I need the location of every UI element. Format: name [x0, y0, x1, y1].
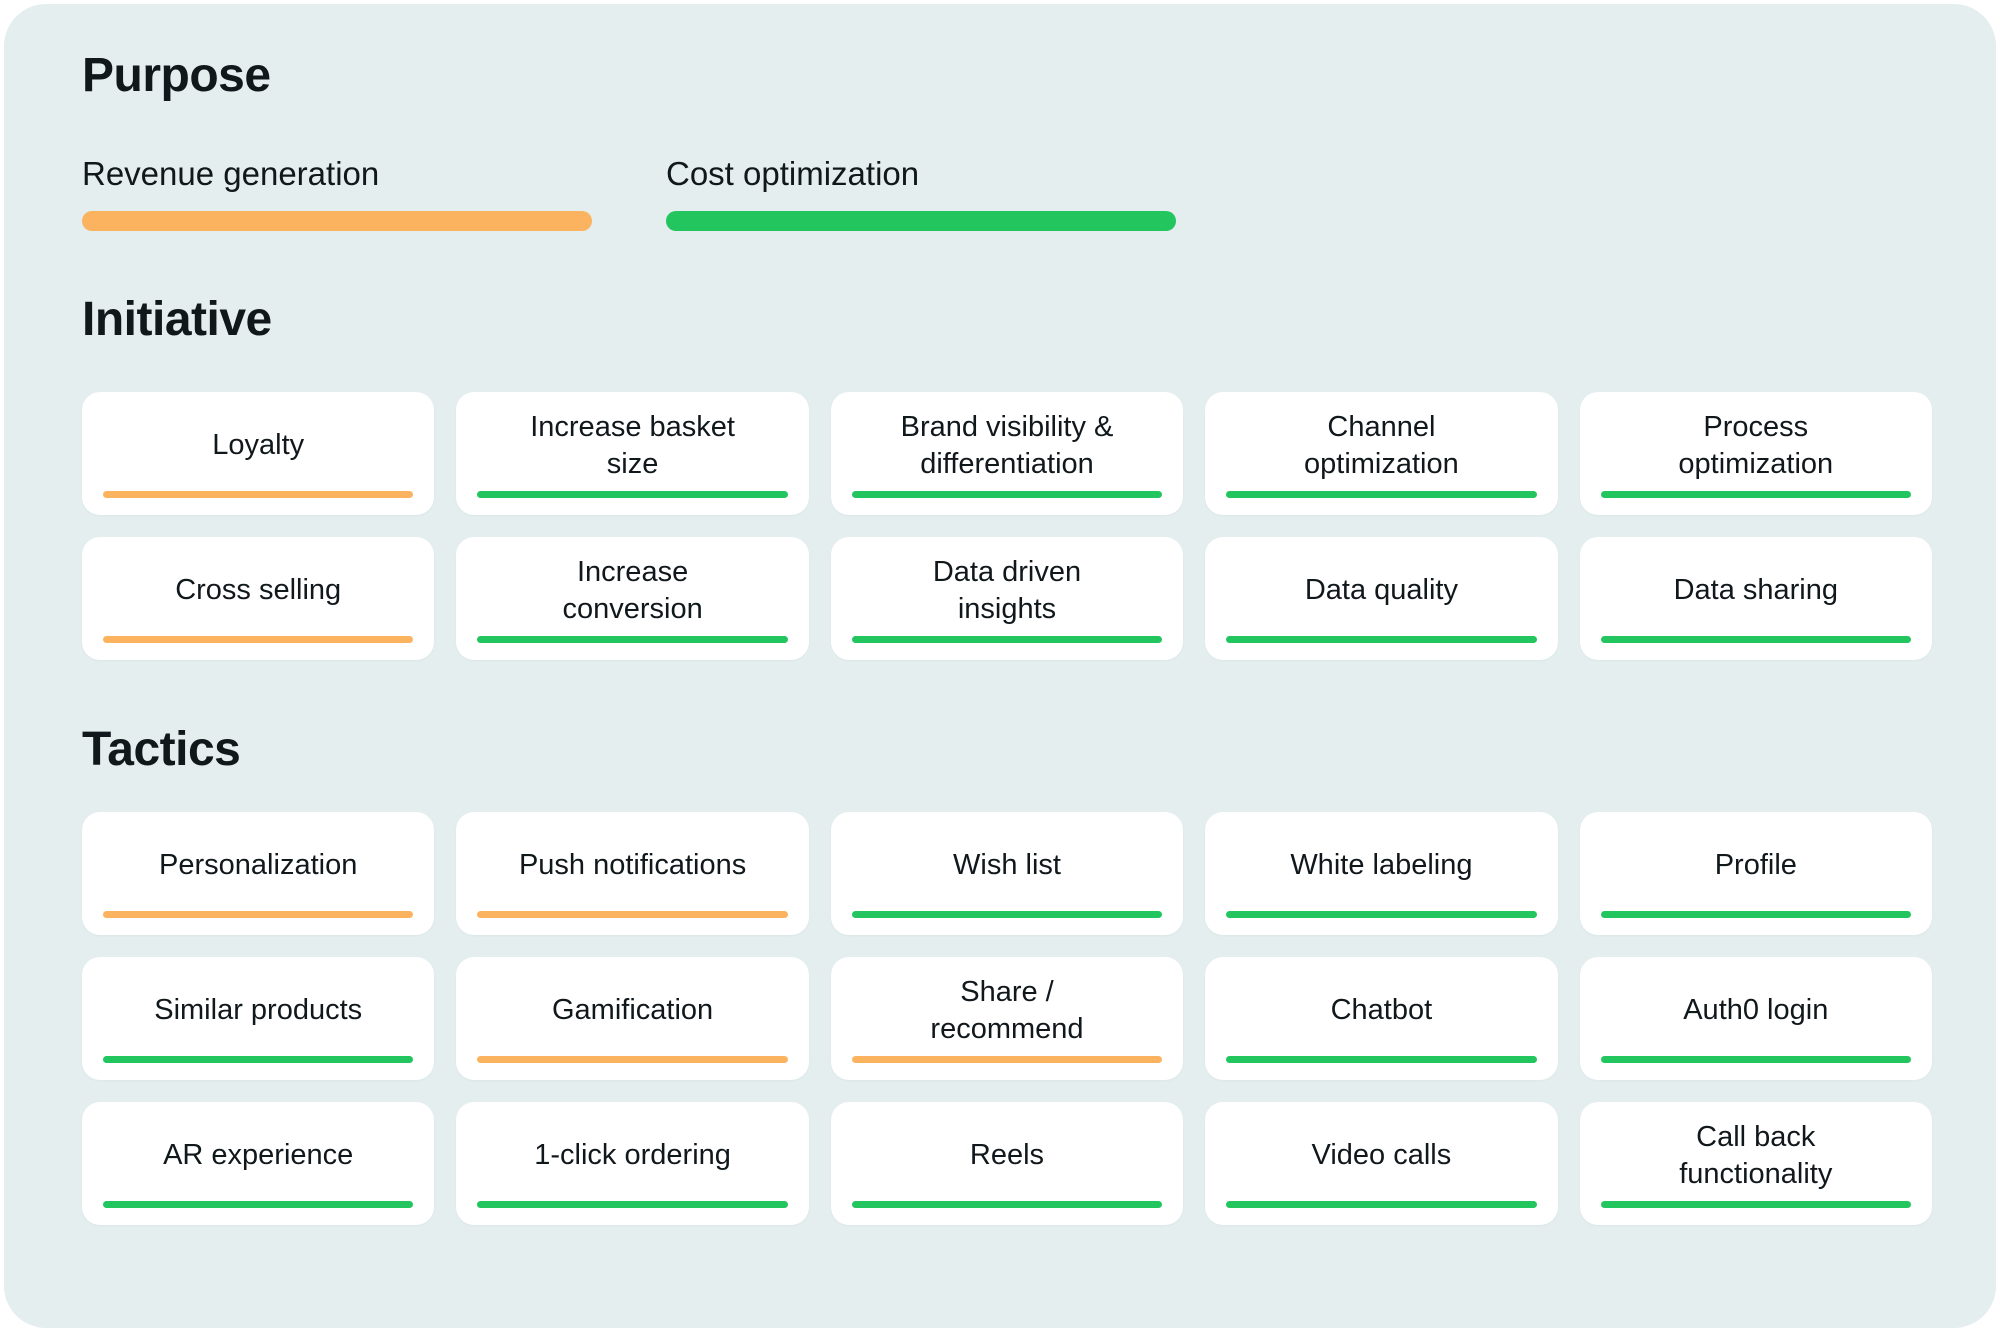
card-label: Data driven insights: [932, 555, 1082, 625]
card[interactable]: Data quality: [1205, 537, 1558, 660]
card-label: Increase basket size: [530, 410, 735, 480]
card[interactable]: Loyalty: [82, 392, 435, 515]
card-label: Auth0 login: [1683, 994, 1829, 1027]
board-inner: Purpose Revenue generation Cost optimizat…: [82, 4, 1932, 1328]
card-category-underline-cost: [1226, 1201, 1537, 1208]
card[interactable]: Reels: [830, 1102, 1184, 1225]
card-category-underline-cost: [1600, 1056, 1911, 1063]
card-category-underline-cost: [851, 636, 1163, 643]
card-label: Push notifications: [518, 849, 747, 882]
card-label: Similar products: [154, 994, 363, 1027]
purpose-legend-label: Revenue generation: [82, 155, 380, 192]
card-label: Cross selling: [175, 574, 342, 607]
card[interactable]: White labeling: [1205, 812, 1558, 935]
card[interactable]: 1-click ordering: [456, 1102, 809, 1225]
card-category-underline-cost: [1226, 911, 1537, 918]
card-label: Profile: [1714, 849, 1797, 882]
card-category-underline-cost: [1600, 1201, 1911, 1208]
card-category-underline-cost: [1600, 491, 1911, 498]
card-category-underline-revenue: [103, 491, 414, 498]
card-label: Brand visibility & differentiation: [900, 410, 1114, 480]
card-label: Video calls: [1311, 1139, 1452, 1172]
card-label: White labeling: [1290, 849, 1473, 882]
card[interactable]: Profile: [1579, 812, 1932, 935]
card[interactable]: Similar products: [82, 957, 435, 1080]
card-category-underline-cost: [851, 491, 1163, 498]
card-label: Increase conversion: [562, 555, 703, 625]
card[interactable]: Push notifications: [456, 812, 809, 935]
card[interactable]: Increase basket size: [456, 392, 809, 515]
card-label: Data sharing: [1673, 574, 1838, 607]
card[interactable]: Video calls: [1205, 1102, 1558, 1225]
purpose-legend-bar-revenue: [82, 210, 592, 231]
card[interactable]: Auth0 login: [1579, 957, 1932, 1080]
card-label: Channel optimization: [1304, 410, 1459, 480]
card[interactable]: Cross selling: [82, 537, 435, 660]
card[interactable]: Wish list: [830, 812, 1184, 935]
card-label: Reels: [969, 1139, 1045, 1172]
card[interactable]: Gamification: [456, 957, 809, 1080]
card-category-underline-cost: [477, 1201, 788, 1208]
card-category-underline-revenue: [477, 1056, 788, 1063]
card[interactable]: Data driven insights: [830, 537, 1184, 660]
card-label: 1-click ordering: [534, 1139, 731, 1172]
card-category-underline-cost: [1226, 636, 1537, 643]
card[interactable]: AR experience: [82, 1102, 435, 1225]
card-category-underline-cost: [477, 636, 788, 643]
card-category-underline-cost: [1226, 491, 1537, 498]
card-label: Process optimization: [1678, 410, 1834, 480]
card-label: Gamification: [552, 994, 714, 1027]
card-category-underline-cost: [1600, 911, 1911, 918]
card-label: Chatbot: [1330, 994, 1433, 1027]
card-category-underline-cost: [1600, 636, 1911, 643]
purpose-legend-bar-cost: [666, 210, 1176, 231]
purpose-legend-label: Cost optimization: [666, 155, 920, 192]
initiative-card-grid: Loyalty Increase basket size Brand visibil…: [82, 392, 1932, 660]
board-canvas: Purpose Revenue generation Cost optimizat…: [4, 4, 1996, 1328]
card[interactable]: Personalization: [82, 812, 435, 935]
card-category-underline-cost: [103, 1201, 414, 1208]
tactics-card-grid: Personalization Push notifications Wish li…: [82, 812, 1932, 1225]
card-label: Personalization: [159, 849, 358, 882]
card[interactable]: Brand visibility & differentiation: [830, 392, 1184, 515]
card[interactable]: Share / recommend: [830, 957, 1184, 1080]
card-category-underline-cost: [1226, 1056, 1537, 1063]
card-category-underline-revenue: [103, 636, 414, 643]
card-label: Wish list: [953, 849, 1061, 882]
card-label: Call back functionality: [1679, 1120, 1833, 1190]
card-category-underline-revenue: [103, 911, 414, 918]
card[interactable]: Data sharing: [1579, 537, 1932, 660]
purpose-legend-item-revenue: Revenue generation: [82, 154, 666, 231]
card-category-underline-cost: [851, 1201, 1163, 1208]
card[interactable]: Call back functionality: [1579, 1102, 1932, 1225]
card-label: AR experience: [163, 1139, 354, 1172]
card[interactable]: Increase conversion: [456, 537, 809, 660]
purpose-legend: Revenue generation Cost optimization: [82, 154, 1250, 231]
section-title-initiative: Initiative: [82, 293, 272, 346]
card-category-underline-revenue: [851, 1056, 1163, 1063]
card[interactable]: Chatbot: [1205, 957, 1558, 1080]
card-category-underline-revenue: [477, 911, 788, 918]
card-label: Share / recommend: [930, 975, 1084, 1045]
card-label: Loyalty: [212, 429, 305, 462]
card-category-underline-cost: [851, 911, 1163, 918]
card[interactable]: Process optimization: [1579, 392, 1932, 515]
card-label: Data quality: [1304, 574, 1458, 607]
section-title-tactics: Tactics: [82, 723, 241, 776]
card-category-underline-cost: [477, 491, 788, 498]
purpose-legend-item-cost: Cost optimization: [666, 154, 1250, 231]
card-category-underline-cost: [103, 1056, 414, 1063]
card[interactable]: Channel optimization: [1205, 392, 1558, 515]
page-title-purpose: Purpose: [82, 49, 271, 102]
